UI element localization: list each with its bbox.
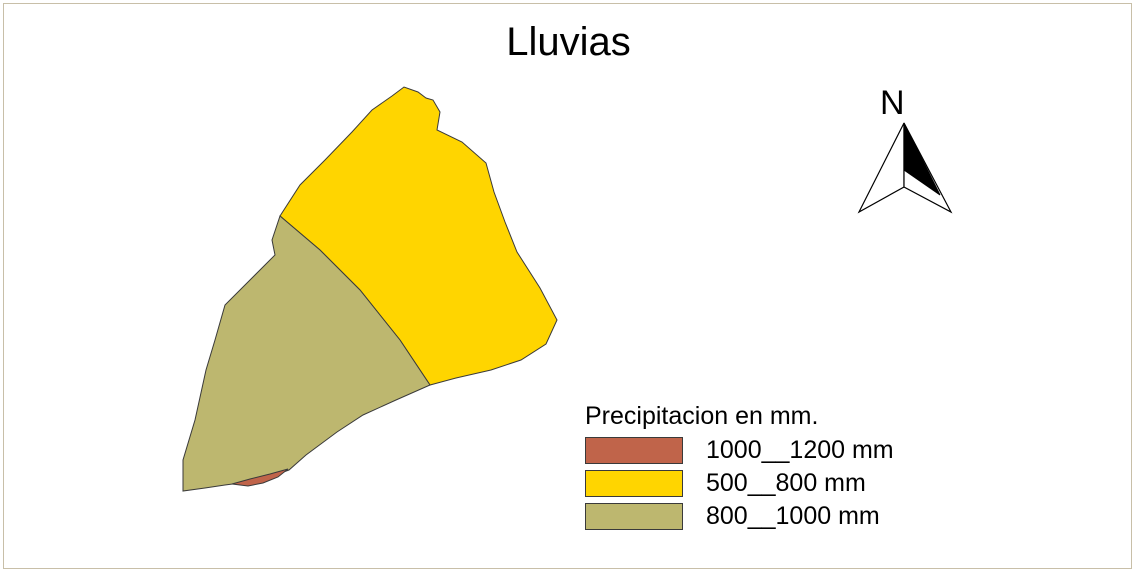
legend-swatch xyxy=(585,503,683,530)
region-500-800 xyxy=(279,86,558,386)
north-label: N xyxy=(880,84,905,122)
legend-label: 1000__1200 mm xyxy=(706,436,894,464)
legend-item-1000-1200: 1000__1200 mm xyxy=(585,434,894,467)
legend-title: Precipitacion en mm. xyxy=(585,402,819,430)
legend-item-800-1000: 800__1000 mm xyxy=(585,500,894,533)
north-arrow-icon xyxy=(857,122,953,214)
legend-swatch xyxy=(585,437,683,464)
map-title: Lluvias xyxy=(506,20,631,64)
legend-label: 800__1000 mm xyxy=(706,502,880,530)
legend-item-500-800: 500__800 mm xyxy=(585,467,894,500)
legend-label: 500__800 mm xyxy=(706,469,866,497)
legend-swatch xyxy=(585,470,683,497)
legend: Precipitacion en mm. 1000__1200 mm 500__… xyxy=(585,404,894,533)
region-1000-1200 xyxy=(231,468,289,487)
